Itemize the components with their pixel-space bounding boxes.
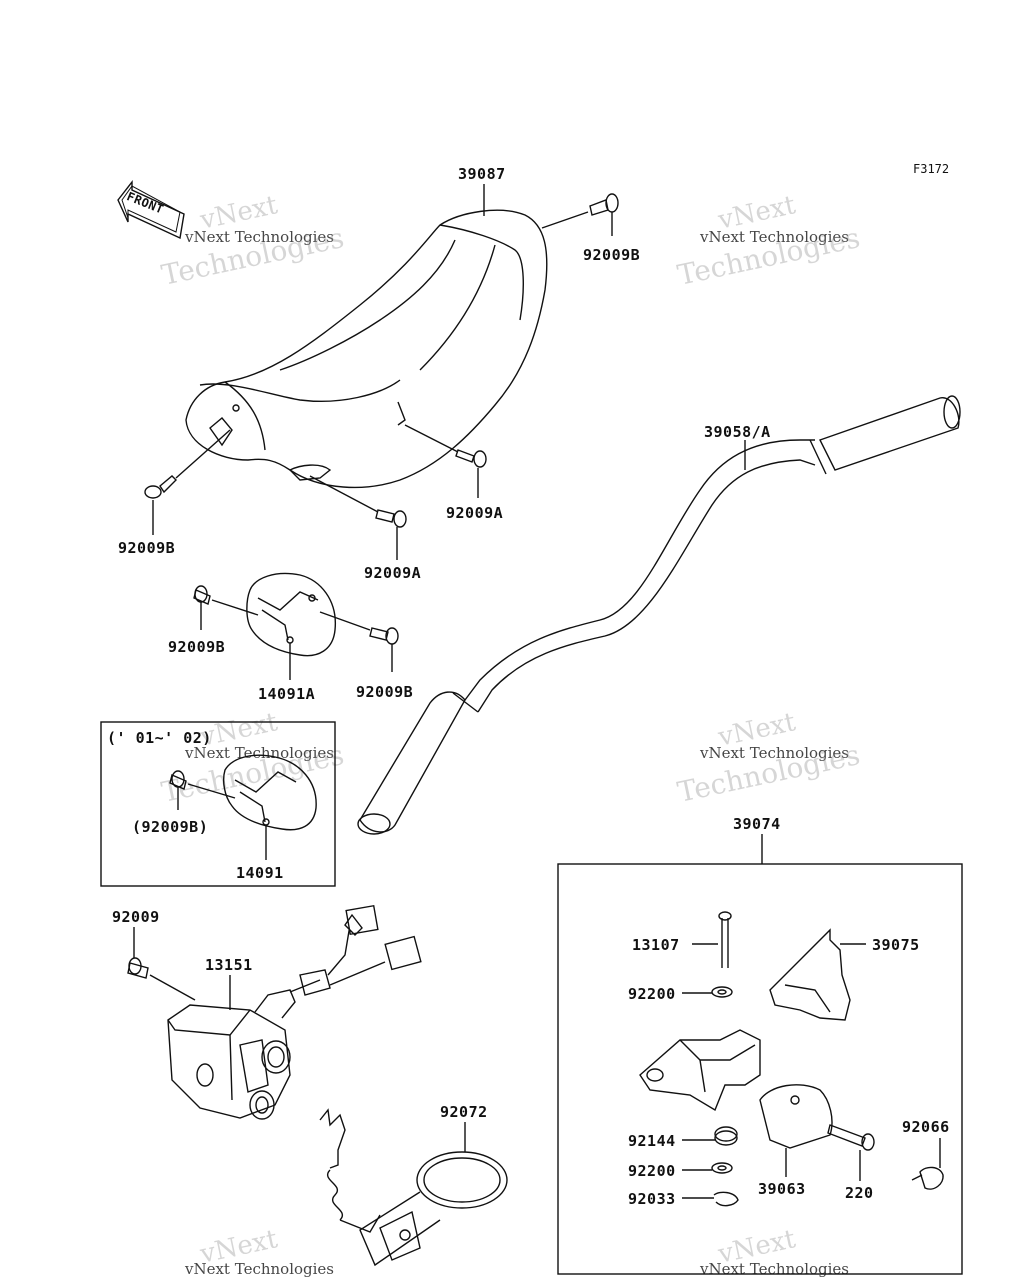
label-14091a: 14091A xyxy=(258,685,316,703)
screw-92009a-right xyxy=(404,424,487,468)
screw-92009a-mid xyxy=(309,475,407,528)
label-inset-years: (' 01~' 02) xyxy=(107,729,212,747)
label-92009: 92009 xyxy=(112,908,160,926)
screw-92009b-left xyxy=(144,429,231,499)
label-92066: 92066 xyxy=(902,1118,950,1136)
handlebar xyxy=(357,395,961,835)
label-92009a-mid: 92009A xyxy=(364,564,422,582)
inset-box xyxy=(100,721,336,887)
figure-code: F3172 xyxy=(913,162,950,176)
label-39087: 39087 xyxy=(458,165,506,183)
label-39075: 39075 xyxy=(872,936,920,954)
watermark-vnext-technologies: vNext Technologies xyxy=(185,744,335,762)
label-220: 220 xyxy=(845,1184,874,1202)
label-92200-b: 92200 xyxy=(628,1162,676,1180)
label-14091: 14091 xyxy=(236,864,284,882)
label-92033: 92033 xyxy=(628,1190,676,1208)
switch-housing-14091 xyxy=(169,754,317,831)
watermark-vnext-technologies: vNext Technologies xyxy=(185,1260,335,1278)
throttle-case-box xyxy=(557,863,963,1275)
label-92144: 92144 xyxy=(628,1132,676,1150)
switch-housing-14091a xyxy=(193,572,399,657)
label-13151: 13151 xyxy=(205,956,253,974)
label-13107: 13107 xyxy=(632,936,680,954)
handlebar-cover xyxy=(185,209,548,489)
label-39074: 39074 xyxy=(733,815,781,833)
lanyard-clip-92072 xyxy=(319,1108,508,1267)
label-92009a-right: 92009A xyxy=(446,504,504,522)
leader-lines xyxy=(133,184,941,1199)
throttle-parts xyxy=(639,911,944,1207)
label-92009b-left: 92009B xyxy=(118,539,176,557)
label-39063: 39063 xyxy=(758,1180,806,1198)
switch-assembly-13151 xyxy=(127,904,422,1120)
label-39058a: 39058/A xyxy=(704,423,771,441)
label-92009b-paren: (92009B) xyxy=(132,818,209,836)
watermark-vnext-technologies: vNext Technologies xyxy=(700,228,850,246)
watermark-vnext-technologies: vNext Technologies xyxy=(185,228,335,246)
label-92200-a: 92200 xyxy=(628,985,676,1003)
label-92072: 92072 xyxy=(440,1103,488,1121)
screw-92009b-top xyxy=(541,193,619,229)
label-92009b-top: 92009B xyxy=(583,246,641,264)
watermark-vnext-technologies: vNext Technologies xyxy=(700,744,850,762)
label-92009b-14091a-right: 92009B xyxy=(356,683,414,701)
front-arrow-icon xyxy=(117,179,185,240)
label-92009b-14091a-left: 92009B xyxy=(168,638,226,656)
